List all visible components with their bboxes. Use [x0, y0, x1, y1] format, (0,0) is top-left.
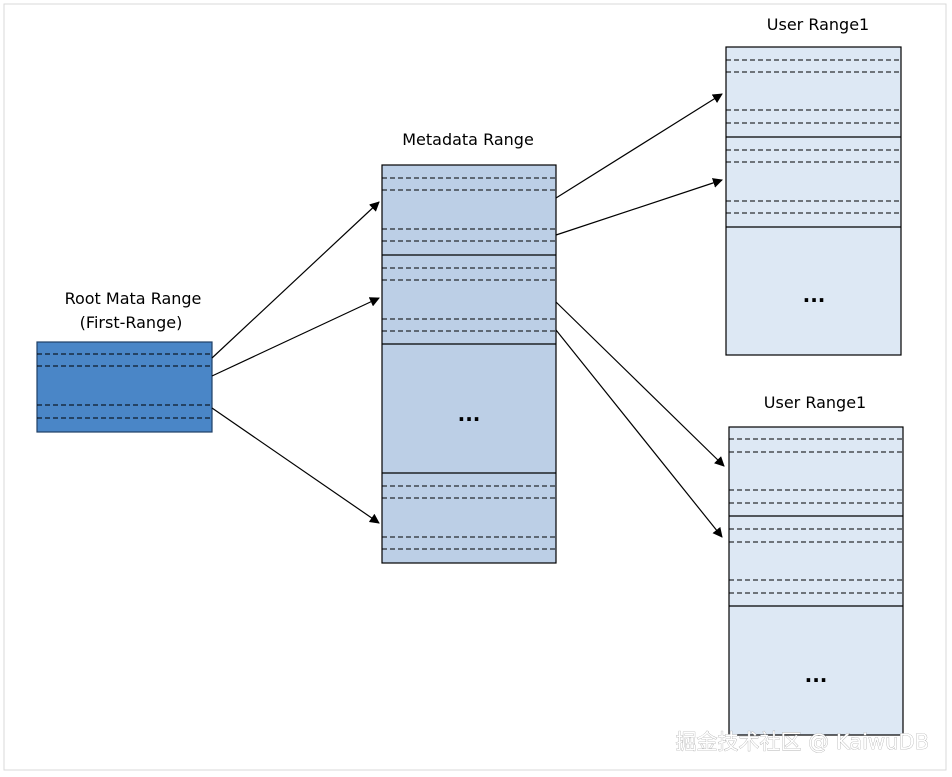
arrow-metadata-to-user1-2	[555, 178, 723, 236]
user-range-1-ellipsis: ...	[803, 283, 826, 307]
user-range-1-label: User Range1	[767, 15, 869, 34]
user-range-2-label: User Range1	[764, 393, 866, 412]
arrow-metadata-to-user2-2	[555, 329, 723, 538]
arrow-metadata-to-user2-1	[555, 301, 725, 467]
watermark-text: 掘金技术社区 @ KaiwuDB	[675, 730, 929, 754]
arrow-root-to-metadata-2	[211, 297, 380, 377]
arrow-root-to-metadata-1	[211, 201, 380, 359]
arrow-metadata-to-user1-1	[555, 93, 723, 199]
user-range-2-box	[728, 426, 904, 736]
user-range-1-box	[725, 46, 902, 356]
root-range-box	[36, 341, 213, 433]
diagram-frame	[3, 3, 947, 771]
root-range-label: Root Mata Range	[65, 289, 202, 308]
metadata-range-box	[381, 164, 557, 564]
metadata-ellipsis: ...	[458, 402, 481, 426]
metadata-range-label: Metadata Range	[402, 130, 534, 149]
arrow-root-to-metadata-3	[211, 407, 380, 524]
root-range-sublabel: (First-Range)	[80, 313, 183, 332]
user-range-2-ellipsis: ...	[805, 663, 828, 687]
